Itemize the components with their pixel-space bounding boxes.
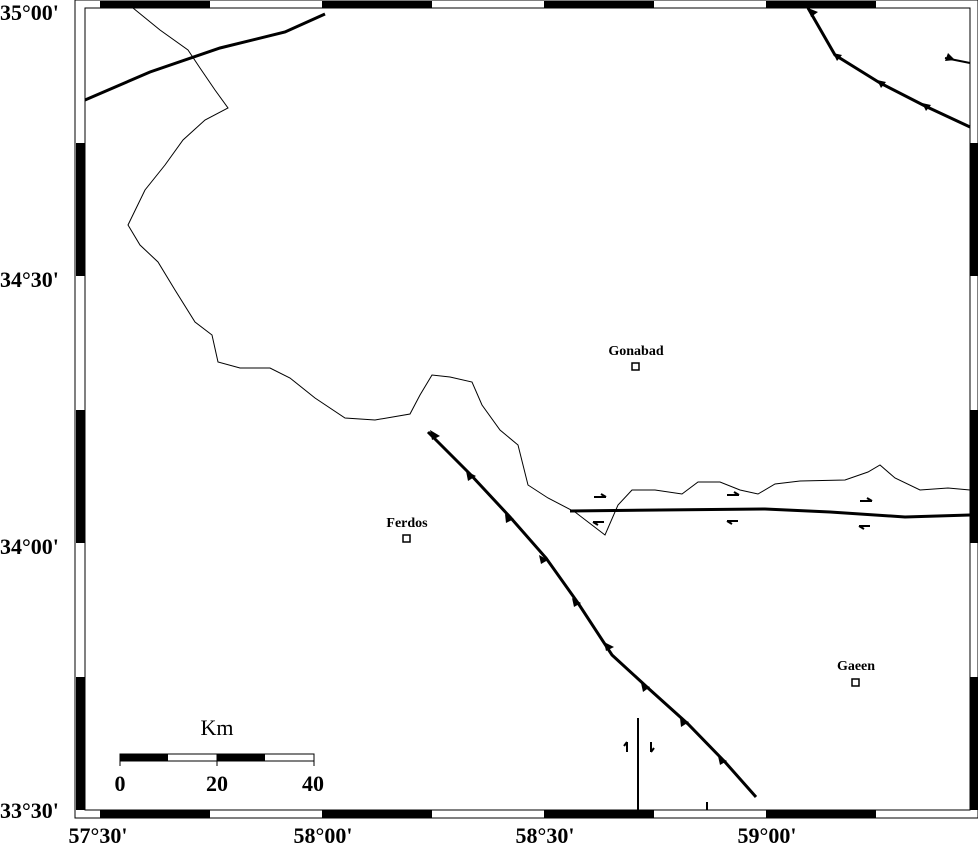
fault-east-west [569,507,971,519]
scale-bar-tick-20: 20 [206,771,228,796]
lon-label-59-00: 59°00' [738,823,797,848]
city-label-gonabad: Gonabad [608,344,663,359]
city-gaeen: Gaeen [837,659,875,687]
city-label-ferdos: Ferdos [386,516,428,531]
thrust-markers [430,8,955,765]
strike-slip-arrows [592,491,873,753]
lon-label-58-00: 58°00' [294,823,353,848]
scale-bar: Km 0 20 40 [115,715,325,796]
scale-bar-tick-0: 0 [115,771,126,796]
fault-northwest [84,12,326,102]
fault-northeast [806,7,971,129]
map-frame [74,0,978,819]
fault-thrust-diagonal [426,430,758,798]
city-gonabad: Gonabad [608,344,664,371]
city-ferdos: Ferdos [386,516,428,543]
lat-label-35-00: 35°00' [0,0,59,25]
city-label-gaeen: Gaeen [837,659,875,674]
scale-bar-unit: Km [201,715,234,740]
lon-label-57-30: 57°30' [69,823,128,848]
lat-label-34-00: 34°00' [0,534,59,559]
lon-label-58-30: 58°30' [516,823,575,848]
lat-label-33-30: 33°30' [0,798,59,823]
faults [84,7,971,810]
lat-label-34-30: 34°30' [0,267,59,292]
boundary-line [127,7,971,536]
scale-bar-tick-40: 40 [302,771,324,796]
